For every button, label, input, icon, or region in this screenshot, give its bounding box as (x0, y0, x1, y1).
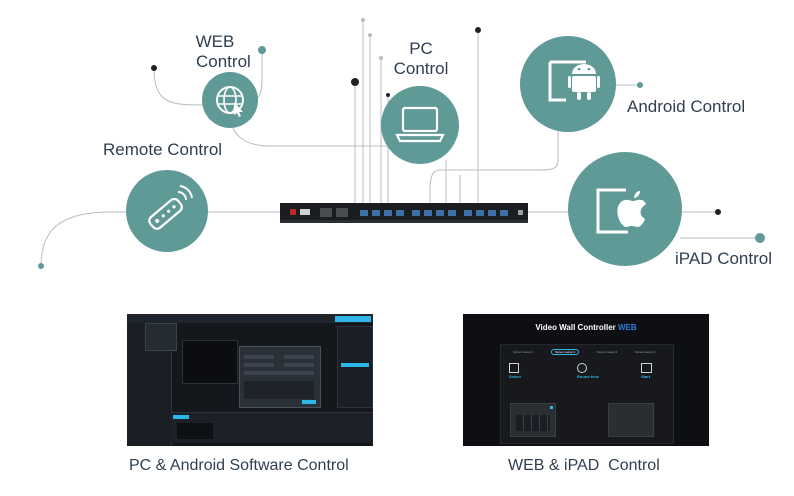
pc-top-bar (127, 314, 373, 323)
web-title-accent: WEB (618, 323, 637, 332)
pc-settings-dialog (239, 346, 321, 408)
web-title-prefix: Video Wall Controller (535, 323, 616, 332)
web-tab-3[interactable]: Screen setup 3 (597, 350, 618, 354)
web-title: Video Wall Controller WEB (463, 323, 709, 332)
card-1-grid (516, 415, 550, 431)
pc-dropdown-menu (145, 323, 177, 351)
web-step-select-label: Select (509, 374, 521, 379)
pc-control-label: PC Control (391, 39, 451, 79)
web-panel: Screen setup 1 Screen setup 2 Screen set… (500, 344, 674, 444)
remote-control-icon (126, 170, 208, 252)
web-step-round-time: Round time (577, 363, 621, 387)
web-tab-4[interactable]: Screen setup 4 (635, 350, 656, 354)
start-icon (641, 363, 652, 373)
pc-label-line2: Control (393, 59, 449, 78)
web-label-line2: Control (196, 52, 251, 71)
web-control-label: WEB Control (190, 32, 251, 72)
web-ipad-caption: WEB & iPAD Control (508, 457, 660, 474)
web-label-line1: WEB (195, 32, 235, 51)
pc-control-icon (381, 86, 459, 164)
pc-preview-panel (182, 340, 238, 384)
web-step-start: Start (641, 363, 671, 387)
web-card-2[interactable] (608, 403, 654, 437)
ipad-control-icon (568, 152, 682, 266)
web-controller-screenshot: Video Wall Controller WEB Screen setup 1… (463, 314, 709, 446)
android-control-icon (520, 36, 616, 132)
video-wall-controller-device (280, 200, 528, 226)
android-control-label: Android Control (627, 97, 746, 116)
ipad-control-label: iPAD Control (675, 249, 772, 268)
web-tab-1[interactable]: Screen setup 1 (513, 350, 534, 354)
pc-software-screenshot: Video Wall Controller (127, 314, 373, 446)
pc-right-panel (337, 326, 373, 408)
remote-control-label: Remote Control (103, 140, 223, 159)
pc-bottom-panel (171, 412, 373, 443)
select-icon (509, 363, 519, 373)
card-1-badge (550, 406, 553, 409)
web-step-start-label: Start (641, 374, 651, 379)
web-control-icon (202, 72, 258, 128)
web-step-round-time-label: Round time (577, 374, 599, 379)
pc-android-caption: PC & Android Software Control (129, 457, 349, 474)
web-card-1[interactable] (510, 403, 556, 437)
web-tab-bar: Screen setup 1 Screen setup 2 Screen set… (507, 349, 667, 357)
round-time-icon (577, 363, 587, 373)
pc-header-badge: Video Wall Controller (335, 316, 371, 330)
web-tab-2[interactable]: Screen setup 2 (551, 349, 580, 355)
pc-label-line1: PC (409, 39, 433, 58)
web-step-select: Select (509, 363, 553, 387)
